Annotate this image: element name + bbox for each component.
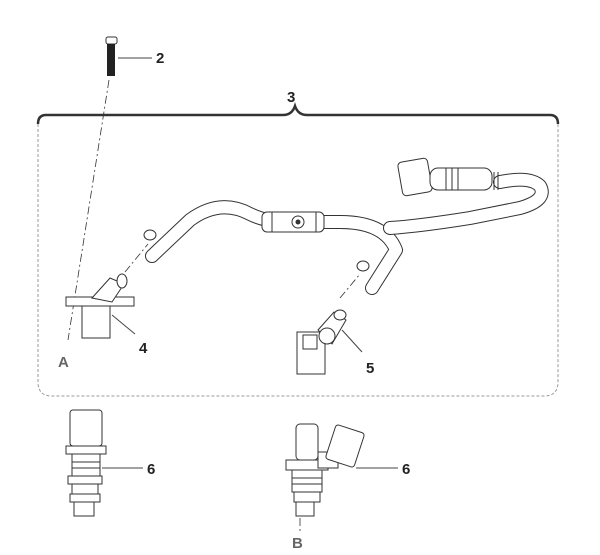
callout-4: 4 — [139, 340, 148, 357]
fuel-injector-right — [285, 423, 365, 517]
leader-5 — [341, 329, 363, 353]
callout-2: 2 — [156, 50, 164, 67]
elbow-fitting-5 — [296, 309, 347, 375]
bolt-part — [105, 36, 118, 76]
axis-line-5 — [339, 273, 361, 299]
callout-5: 5 — [366, 360, 374, 377]
assembly-bracket — [36, 102, 560, 125]
fuel-hose-assembly — [143, 157, 549, 295]
reference-b: B — [292, 535, 303, 552]
callout-3: 3 — [287, 89, 295, 106]
leader-4 — [111, 314, 136, 335]
assembly-boundary — [37, 124, 559, 397]
reference-a: A — [58, 354, 69, 371]
axis-line-4 — [124, 243, 149, 273]
elbow-fitting-4 — [65, 273, 135, 339]
callout-6-left: 6 — [147, 461, 155, 478]
fuel-injector-left — [65, 409, 107, 517]
callout-6-right: 6 — [402, 461, 410, 478]
